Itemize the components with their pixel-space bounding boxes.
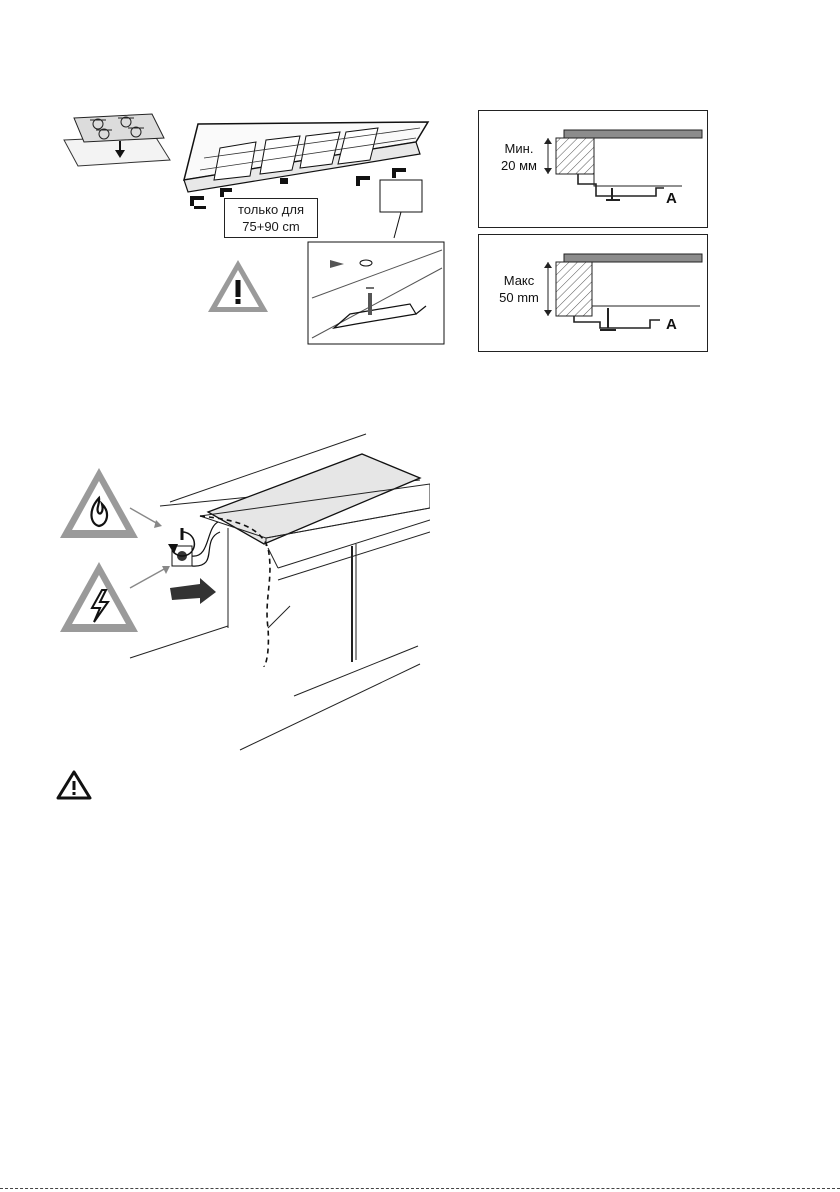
- warning-triangle-icon: [206, 258, 270, 314]
- electric-shock-warning-icon: [58, 560, 140, 634]
- max-thickness-label: Макс 50 mm: [490, 272, 548, 306]
- part-a-label-max: A: [666, 316, 677, 333]
- size-note-callout: только для 75+90 cm: [224, 198, 318, 238]
- page-bottom-rule: [0, 1188, 840, 1189]
- hob-lowering-illustration: [60, 108, 175, 178]
- part-a-label-min: A: [666, 190, 677, 207]
- caution-icon: [56, 770, 92, 800]
- min-thickness-label: Мин. 20 мм: [490, 140, 548, 174]
- gas-flame-warning-icon: [58, 466, 140, 540]
